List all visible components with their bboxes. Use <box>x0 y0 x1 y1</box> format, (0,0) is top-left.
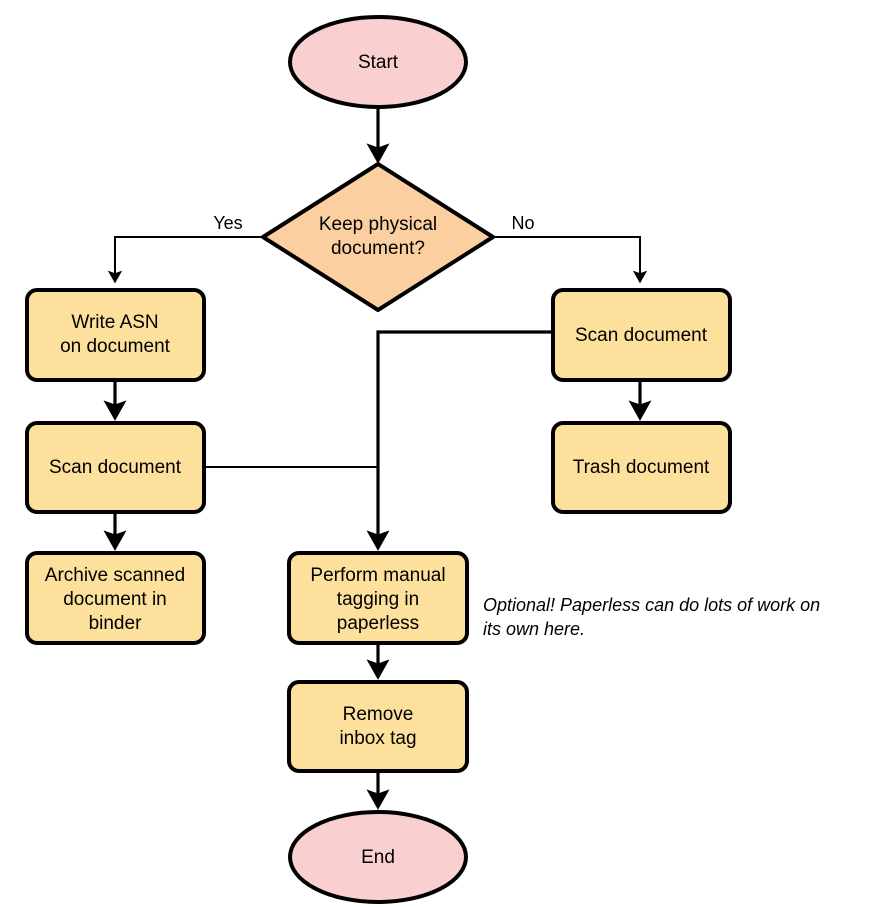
node-scan-document-right[interactable]: Scan document <box>551 288 732 382</box>
node-archive-binder[interactable]: Archive scanned document in binder <box>25 551 206 645</box>
connector-group <box>103 107 652 810</box>
trash-box-shape <box>551 421 732 514</box>
node-end[interactable]: End <box>288 810 468 904</box>
annotation-line2: its own here. <box>483 619 585 639</box>
write-asn-label-line1: Write ASN <box>71 312 158 333</box>
decision-diamond-shape <box>261 162 495 312</box>
manual-tagging-label-line2: tagging in <box>337 589 419 610</box>
decision-label-line2: document? <box>331 238 425 259</box>
archive-label-line3: binder <box>89 613 142 634</box>
node-trash-document[interactable]: Trash document <box>551 421 732 514</box>
write-asn-box-shape <box>25 288 206 382</box>
annotation-line1: Optional! Paperless can do lots of work … <box>483 595 820 615</box>
start-ellipse-shape <box>288 15 468 109</box>
connector-no-branch <box>493 236 648 284</box>
edge-label-no: No <box>511 213 534 233</box>
archive-label-line1: Archive scanned <box>45 565 185 586</box>
manual-tagging-box-shape <box>287 551 469 645</box>
remove-inbox-box-shape <box>287 680 469 773</box>
edge-label-yes: Yes <box>213 213 242 233</box>
archive-box-shape <box>25 551 206 645</box>
node-write-asn[interactable]: Write ASN on document <box>25 288 206 382</box>
end-label: End <box>361 847 395 868</box>
connector-group-thin <box>107 236 648 468</box>
start-label: Start <box>358 52 399 73</box>
archive-label-line2: document in <box>63 589 167 610</box>
decision-label-line1: Keep physical <box>319 214 437 235</box>
scan-right-box-shape <box>551 288 732 382</box>
node-manual-tagging[interactable]: Perform manual tagging in paperless <box>287 551 469 645</box>
connector-scanright-to-tagging <box>366 330 553 551</box>
node-scan-document-left[interactable]: Scan document <box>25 421 206 514</box>
remove-inbox-label-line1: Remove <box>343 704 414 725</box>
node-decision-keep-physical-document[interactable]: Keep physical document? <box>261 162 495 312</box>
trash-label: Trash document <box>573 457 710 478</box>
scan-right-label: Scan document <box>575 325 708 346</box>
scan-left-label: Scan document <box>49 457 182 478</box>
manual-tagging-label-line1: Perform manual <box>310 565 445 586</box>
write-asn-label-line2: on document <box>60 336 171 357</box>
remove-inbox-label-line2: inbox tag <box>339 728 416 749</box>
manual-tagging-label-line3: paperless <box>337 613 419 634</box>
annotation-note: Optional! Paperless can do lots of work … <box>483 595 820 639</box>
end-ellipse-shape <box>288 810 468 904</box>
scan-left-box-shape <box>25 421 206 514</box>
node-remove-inbox-tag[interactable]: Remove inbox tag <box>287 680 469 773</box>
node-start[interactable]: Start <box>288 15 468 109</box>
connector-yes-branch <box>107 236 263 284</box>
